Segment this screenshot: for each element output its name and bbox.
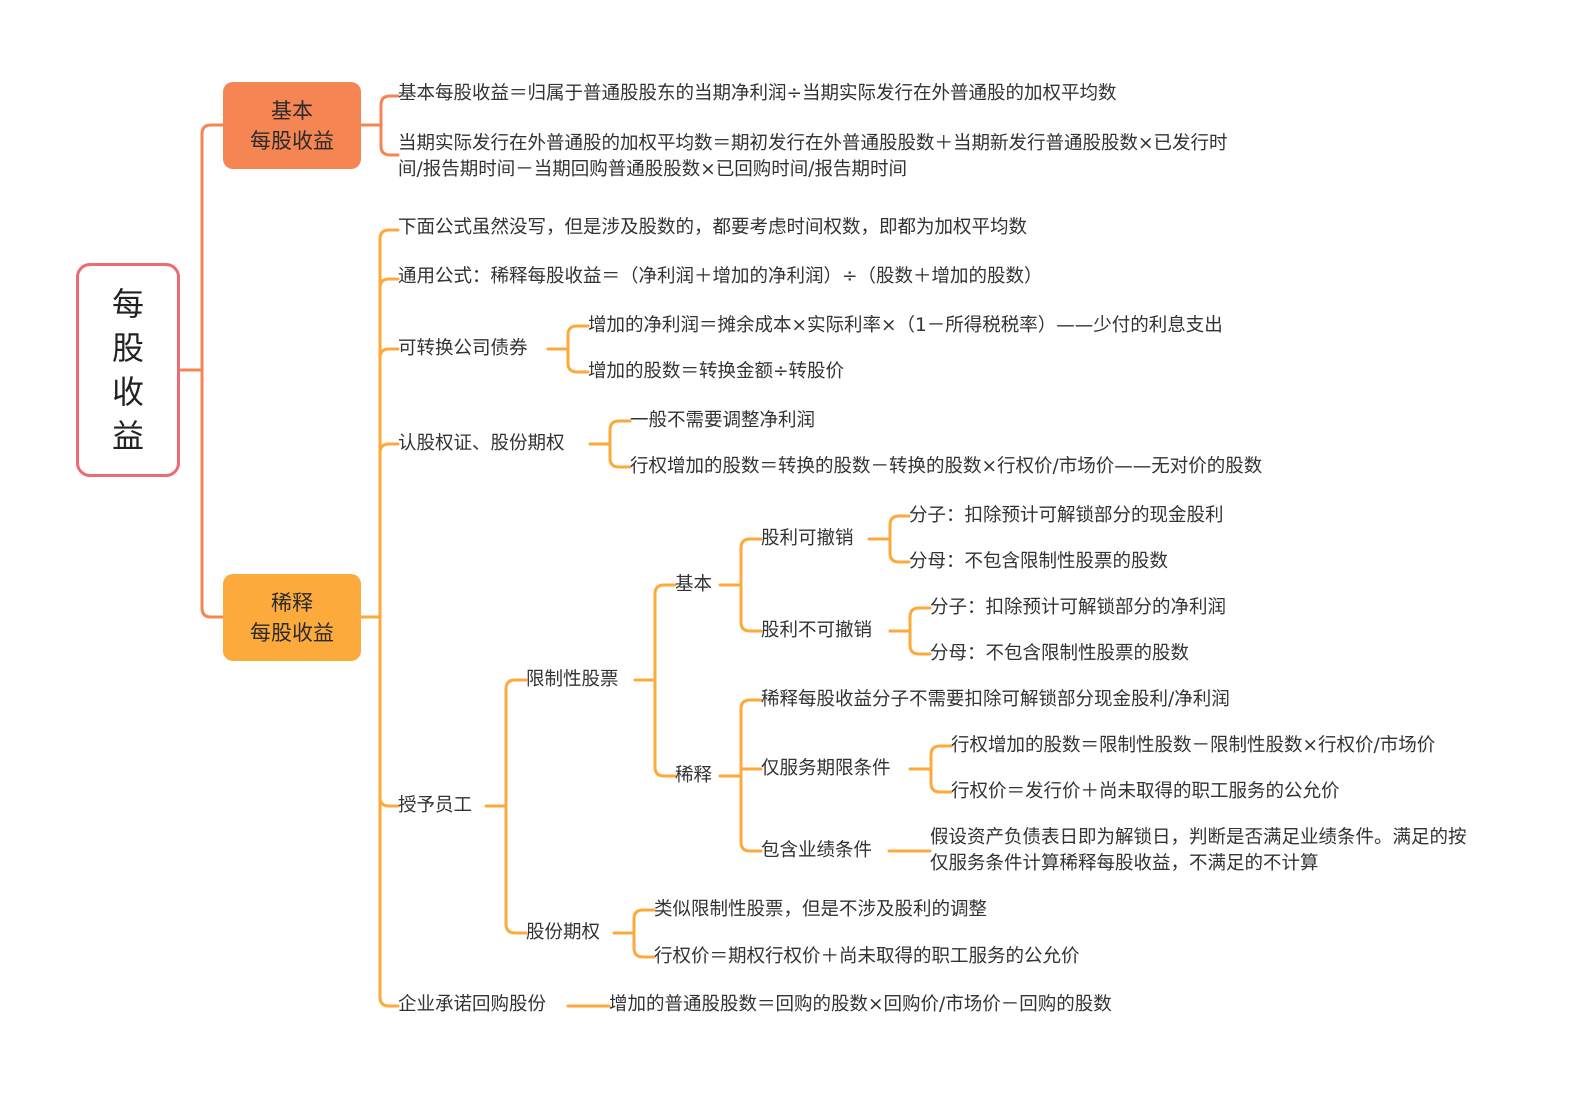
- convertible-link-branch-0: [566, 324, 590, 337]
- root-link-branch-0: [200, 123, 225, 136]
- diluted-numerator-note[interactable]: 稀释每股收益分子不需要扣除可解锁部分现金股利/净利润: [761, 689, 1230, 710]
- convertible-net-profit[interactable]: 增加的净利润＝摊余成本×实际利率×（1－所得税税率）——少付的利息支出: [588, 315, 1223, 336]
- warrants-link-branch-0: [608, 419, 632, 432]
- restricted-diluted-link-branch-1: [739, 767, 763, 778]
- irrevocable-link-branch-0: [908, 606, 932, 619]
- restricted-diluted[interactable]: 稀释: [675, 765, 713, 786]
- service-exercise-price[interactable]: 行权价＝发行价＋尚未取得的职工服务的公允价: [951, 781, 1340, 802]
- basic-eps-topic[interactable]: 基本 每股收益: [223, 82, 361, 169]
- options-exercise-price[interactable]: 行权价＝期权行权价＋尚未取得的职工服务的公允价: [654, 946, 1080, 967]
- revocable-link-branch-1: [888, 551, 911, 564]
- stock-options[interactable]: 股份期权: [526, 922, 601, 943]
- employees-link-branch-1: [504, 922, 528, 935]
- irrevocable-numerator[interactable]: 分子：扣除预计可解锁部分的净利润: [930, 597, 1227, 618]
- convertible-shares[interactable]: 增加的股数＝转换金额÷转股价: [588, 361, 845, 382]
- diluted-link-branch-5: [378, 995, 400, 1008]
- general-formula[interactable]: 通用公式：稀释每股收益＝（净利润＋增加的净利润）÷（股数＋增加的股数）: [398, 266, 1043, 287]
- diluted-link-branch-2: [378, 347, 400, 360]
- diluted-eps-topic[interactable]: 稀释 每股收益: [223, 574, 361, 661]
- warrants-options[interactable]: 认股权证、股份期权: [398, 433, 565, 454]
- service-exercise-shares[interactable]: 行权增加的股数＝限制性股数－限制性股数×行权价/市场价: [951, 735, 1436, 756]
- restricted-basic-link-branch-1: [739, 620, 763, 633]
- revocable-numerator[interactable]: 分子：扣除预计可解锁部分的现金股利: [909, 505, 1224, 526]
- diluted-link-branch-0: [378, 228, 400, 241]
- restricted-link-branch-0: [653, 583, 677, 596]
- buyback-formula[interactable]: 增加的普通股股数＝回购的股数×回购价/市场价－回购的股数: [609, 994, 1112, 1015]
- root-link-branch-1: [200, 606, 225, 619]
- restricted-link-branch-1: [653, 765, 677, 778]
- basic-link-branch-1: [379, 144, 400, 157]
- basic-formula[interactable]: 基本每股收益＝归属于普通股股东的当期净利润÷当期实际发行在外普通股的加权平均数: [398, 83, 1117, 104]
- restricted-basic-link-branch-0: [739, 537, 763, 550]
- restricted-basic[interactable]: 基本: [675, 574, 713, 595]
- employee-grants[interactable]: 授予员工: [398, 795, 473, 816]
- options-similar[interactable]: 类似限制性股票，但是不涉及股利的调整: [654, 899, 988, 920]
- service-condition[interactable]: 仅服务期限条件: [761, 758, 891, 779]
- buyback-commitment[interactable]: 企业承诺回购股份: [398, 994, 547, 1015]
- warrants-link-branch-1: [608, 456, 632, 469]
- convertible-link-branch-1: [566, 361, 590, 374]
- time-weight-note[interactable]: 下面公式虽然没写，但是涉及股数的，都要考虑时间权数，即都为加权平均数: [398, 217, 1028, 238]
- performance-condition[interactable]: 包含业绩条件: [761, 840, 873, 861]
- diluted-link-branch-1: [378, 277, 400, 290]
- basic-link-branch-0: [379, 94, 400, 107]
- irrevocable-denominator[interactable]: 分母：不包含限制性股票的股数: [930, 643, 1190, 664]
- revocable-denominator[interactable]: 分母：不包含限制性股票的股数: [909, 551, 1169, 572]
- service-link-branch-0: [929, 744, 953, 757]
- options-link-branch-1: [632, 946, 656, 959]
- warrants-shares[interactable]: 行权增加的股数＝转换的股数－转换的股数×行权价/市场价——无对价的股数: [630, 456, 1263, 477]
- irrevocable-link-branch-1: [908, 643, 932, 656]
- service-link-branch-1: [929, 781, 953, 794]
- diluted-link-branch-4: [378, 795, 400, 808]
- dividend-irrevocable[interactable]: 股利不可撤销: [761, 620, 873, 641]
- revocable-link-branch-0: [888, 514, 911, 527]
- root-topic[interactable]: 每股收益: [76, 263, 180, 477]
- diluted-link-branch-3: [378, 442, 400, 455]
- restricted-diluted-link-branch-0: [739, 698, 763, 711]
- options-link-branch-0: [632, 908, 656, 921]
- dividend-revocable[interactable]: 股利可撤销: [761, 528, 854, 549]
- performance-note[interactable]: 假设资产负债表日即为解锁日，判断是否满足业绩条件。满足的按仅服务条件计算稀释每股…: [930, 827, 1467, 874]
- restricted-stock[interactable]: 限制性股票: [526, 669, 619, 690]
- restricted-diluted-link-branch-2: [739, 840, 763, 853]
- weighted-average-formula[interactable]: 当期实际发行在外普通股的加权平均数＝期初发行在外普通股股数＋当期新发行普通股股数…: [398, 133, 1228, 180]
- employees-link-branch-0: [504, 678, 528, 691]
- convertible-bonds[interactable]: 可转换公司债券: [398, 338, 528, 359]
- warrants-no-adjust[interactable]: 一般不需要调整净利润: [630, 410, 816, 431]
